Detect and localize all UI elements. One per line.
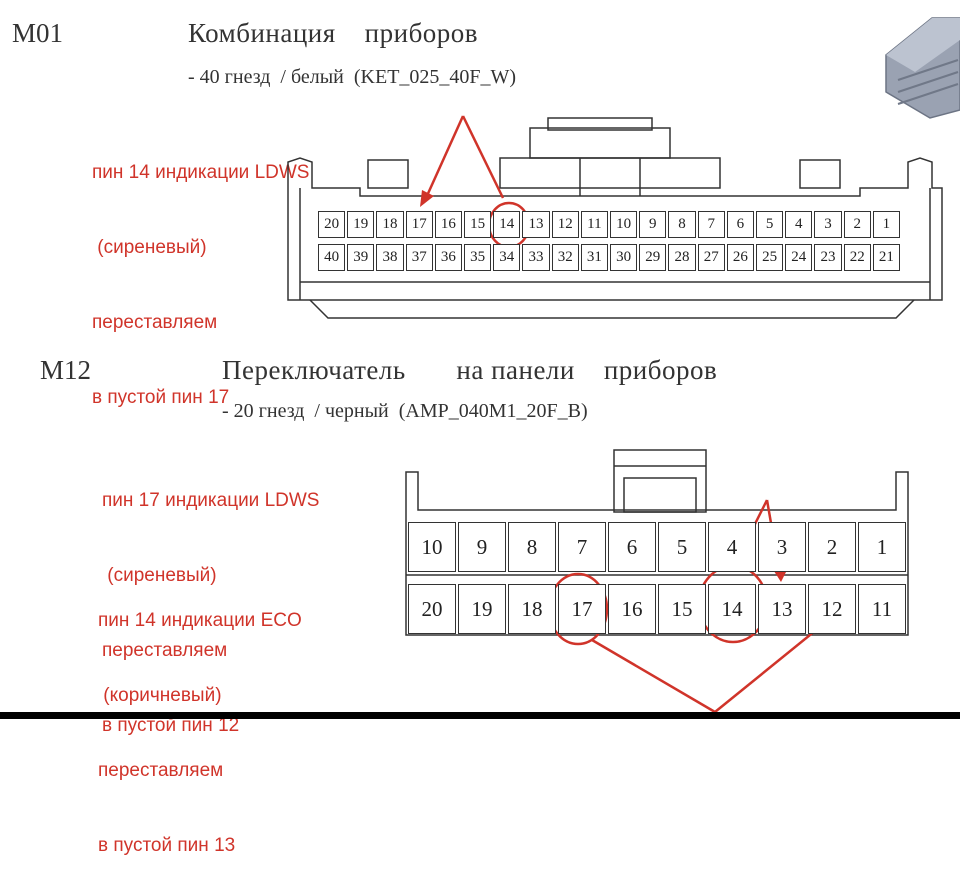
pin-cell: 24 [785, 244, 813, 271]
pin-cell: 37 [405, 244, 433, 271]
m01-arrow-head [420, 190, 434, 207]
m12-annotation-eco: пин 14 индикации ECO (коричневый) перест… [98, 558, 302, 883]
m12-code: M12 [40, 355, 92, 385]
pin-cell: 3 [814, 211, 842, 238]
m01-housing [287, 117, 943, 319]
pin-cell: 8 [668, 211, 696, 238]
pin-cell: 19 [347, 211, 375, 238]
pin-cell: 35 [464, 244, 492, 271]
pin-cell: 12 [808, 584, 856, 634]
pin-cell: 19 [458, 584, 506, 634]
m12-note2-line3: переставляем [98, 760, 224, 781]
pin-cell: 11 [580, 211, 608, 238]
m12-note2-line2: (коричневый) [98, 685, 222, 706]
pin-cell: 1 [858, 522, 906, 572]
pin-cell: 39 [347, 244, 375, 271]
pin-cell: 14 [493, 211, 521, 238]
pin-cell: 17 [405, 211, 433, 238]
pin-cell: 28 [668, 244, 696, 271]
pin-cell: 1 [872, 211, 900, 238]
pin-cell: 15 [658, 584, 706, 634]
m01-annotation: пин 14 индикации LDWS (сиреневый) перест… [92, 110, 309, 435]
m01-note-line1: пин 14 индикации LDWS [92, 162, 310, 183]
pin-cell: 14 [708, 584, 756, 634]
pin-cell: 15 [464, 211, 492, 238]
pin-cell: 22 [843, 244, 871, 271]
m12-note2-line4: в пустой пин 13 [98, 835, 236, 856]
pin-cell: 5 [658, 522, 706, 572]
pin-cell: 27 [697, 244, 725, 271]
pin-cell: 16 [608, 584, 656, 634]
m01-subtitle: - 40 гнезд / белый (KET_025_40F_W) [188, 66, 517, 88]
pin-cell: 8 [508, 522, 556, 572]
pin-cell: 26 [726, 244, 754, 271]
pin-cell: 40 [318, 244, 346, 271]
pin-cell: 34 [493, 244, 521, 271]
m12-subtitle: - 20 гнезд / черный (AMP_040M1_20F_B) [222, 400, 588, 422]
pin-cell: 2 [808, 522, 856, 572]
pin-cell: 2 [843, 211, 871, 238]
pin-cell: 10 [408, 522, 456, 572]
pin-cell: 6 [608, 522, 656, 572]
pin-cell: 9 [458, 522, 506, 572]
pin-cell: 11 [858, 584, 906, 634]
pin-cell: 13 [522, 211, 550, 238]
pin-cell: 13 [758, 584, 806, 634]
m01-title: Комбинация приборов [188, 18, 479, 48]
m01-note-line3: переставляем [92, 312, 218, 333]
pin-cell: 12 [551, 211, 579, 238]
pin-cell: 7 [697, 211, 725, 238]
m01-code: M01 [12, 18, 64, 48]
pin-cell: 3 [758, 522, 806, 572]
m12-note2-line1: пин 14 индикации ECO [98, 610, 302, 631]
m12-housing [405, 449, 909, 636]
pin-cell: 30 [610, 244, 638, 271]
pin-cell: 5 [756, 211, 784, 238]
pin-cell: 10 [610, 211, 638, 238]
pin-cell: 7 [558, 522, 606, 572]
pin-cell: 38 [376, 244, 404, 271]
pin-cell: 20 [318, 211, 346, 238]
pin-cell: 25 [756, 244, 784, 271]
pin-cell: 31 [580, 244, 608, 271]
pin-cell: 9 [639, 211, 667, 238]
pin-cell: 16 [434, 211, 462, 238]
pin-cell: 36 [434, 244, 462, 271]
pin-cell: 18 [508, 584, 556, 634]
m12-note1-line2: (сиреневый) [102, 565, 217, 586]
pin-cell: 6 [726, 211, 754, 238]
connector-drawings [287, 17, 960, 714]
m12-title: Переключатель на панели приборов [222, 355, 718, 385]
pin-cell: 20 [408, 584, 456, 634]
bottom-black-bar [0, 712, 960, 719]
pin-cell: 29 [639, 244, 667, 271]
pin-cell: 23 [814, 244, 842, 271]
pin-cell: 33 [522, 244, 550, 271]
m12-note1-line1: пин 17 индикации LDWS [102, 490, 320, 511]
pin-cell: 32 [551, 244, 579, 271]
pin-cell: 21 [872, 244, 900, 271]
pin-cell: 4 [785, 211, 813, 238]
m01-note-line2: (сиреневый) [92, 237, 207, 258]
connector-thumbnail-icon [885, 17, 960, 119]
pin-cell: 18 [376, 211, 404, 238]
pin-cell: 17 [558, 584, 606, 634]
pin-cell: 4 [708, 522, 756, 572]
m01-note-line4: в пустой пин 17 [92, 387, 230, 408]
m12-note1-line3: переставляем [102, 640, 228, 661]
